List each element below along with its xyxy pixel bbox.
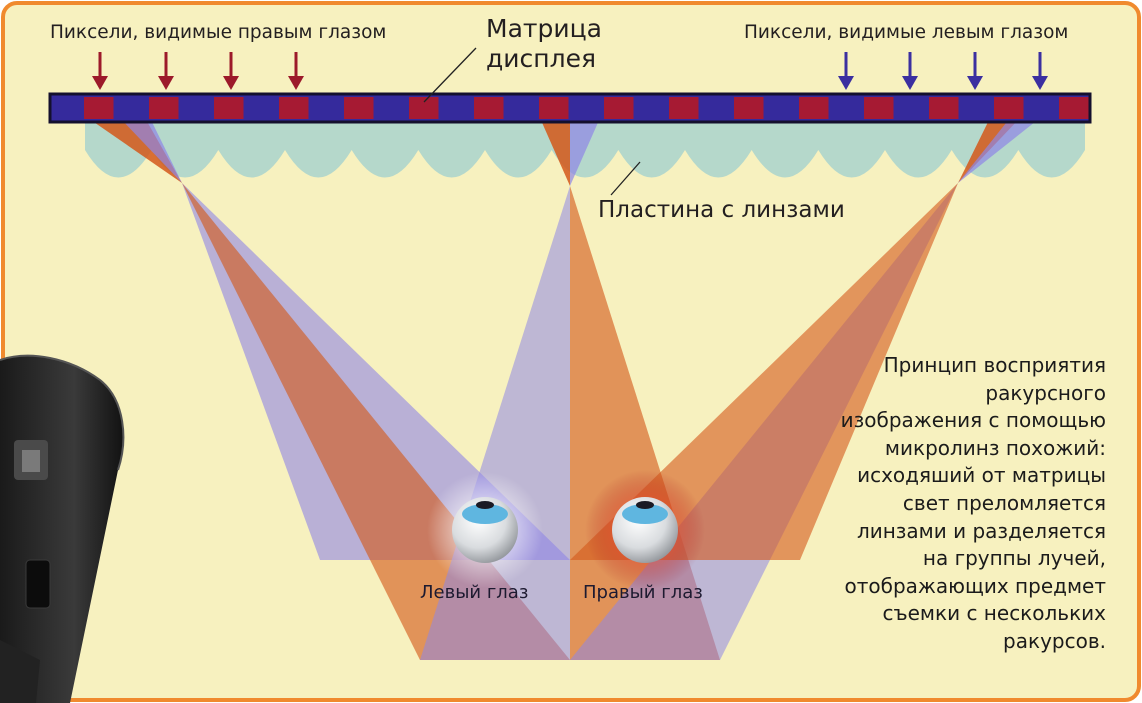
pixel-cell (637, 97, 667, 119)
caption-line: на группы лучей, (776, 545, 1106, 573)
caption-line: отображающих предмет (776, 573, 1106, 601)
pixel-cell (962, 97, 992, 119)
caption-line: свет преломляется (776, 490, 1106, 518)
pixel-cell (572, 97, 602, 119)
left-eye-pixels-label: Пиксели, видимые левым глазом (744, 22, 1068, 43)
caption-line: изображения с помощью (776, 407, 1106, 435)
pixel-cell (734, 97, 764, 119)
pixel-cell (604, 97, 634, 119)
pixel-cell (117, 97, 147, 119)
caption-line: съемки с нескольких (776, 600, 1106, 628)
pixel-cell (52, 97, 82, 119)
pixel-cell (1059, 97, 1089, 119)
pixel-cell (929, 97, 959, 119)
pixel-cell (994, 97, 1024, 119)
caption-line: Принцип восприятия (776, 352, 1106, 380)
pixel-cell (149, 97, 179, 119)
pixel-cell (864, 97, 894, 119)
right-eye-icon (585, 470, 705, 590)
pixel-cell (767, 97, 797, 119)
caption-line: ракурсов. (776, 628, 1106, 656)
pixel-cell (474, 97, 504, 119)
pixel-cell (832, 97, 862, 119)
display-matrix-label: Матрица дисплея (486, 14, 602, 74)
display-pixel-strip (50, 94, 1090, 122)
pixel-cell (1027, 97, 1057, 119)
display-matrix-label-line2: дисплея (486, 44, 602, 74)
caption-line: микролинз похожий: (776, 435, 1106, 463)
pixel-cell (182, 97, 212, 119)
pixel-cell (539, 97, 569, 119)
pixel-cell (669, 97, 699, 119)
pixel-cell (377, 97, 407, 119)
left-eye-icon (427, 472, 543, 588)
pixel-cell (312, 97, 342, 119)
caption-line: линзами и разделяется (776, 518, 1106, 546)
left-eye-label: Левый глаз (420, 582, 528, 603)
caption-line: ракурсного (776, 380, 1106, 408)
pixel-cell (897, 97, 927, 119)
pixel-cell (344, 97, 374, 119)
pixel-cell (799, 97, 829, 119)
pixel-cell (442, 97, 472, 119)
pixel-cell (702, 97, 732, 119)
right-eye-pixels-label: Пиксели, видимые правым глазом (50, 22, 386, 43)
pixel-cell (214, 97, 244, 119)
pixel-cell (247, 97, 277, 119)
pixel-cell (409, 97, 439, 119)
pixel-cell (279, 97, 309, 119)
pixel-cell (507, 97, 537, 119)
lens-plate-label: Пластина с линзами (598, 197, 845, 223)
pixel-cell (84, 97, 114, 119)
right-eye-label: Правый глаз (583, 582, 703, 603)
caption-line: исходяший от матрицы (776, 462, 1106, 490)
display-matrix-label-line1: Матрица (486, 14, 602, 44)
